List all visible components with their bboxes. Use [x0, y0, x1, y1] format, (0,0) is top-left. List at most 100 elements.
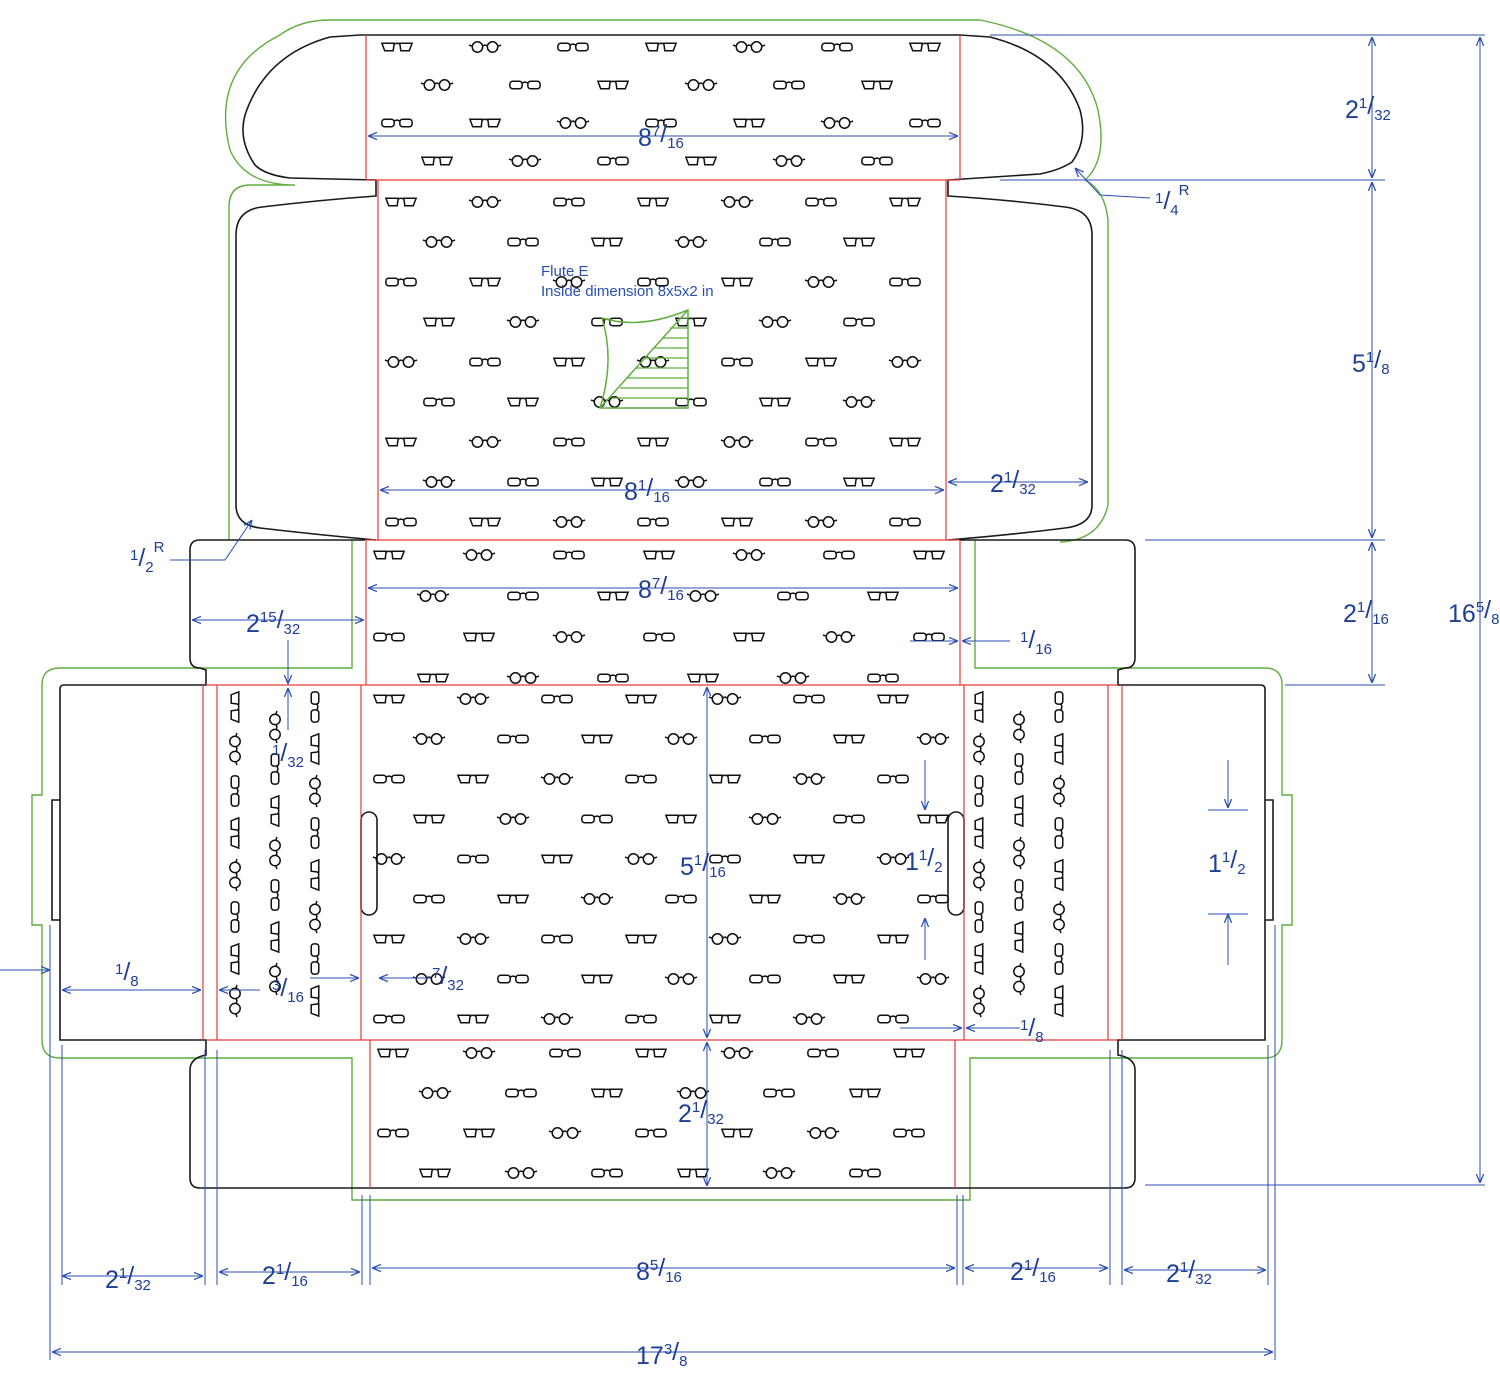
glasses-round-icon [548, 1127, 582, 1139]
glasses-cat-eye-icon [805, 357, 837, 367]
glasses-round-icon [732, 549, 766, 561]
glasses-round-icon [804, 516, 838, 528]
glasses-round-icon [1013, 836, 1025, 870]
glasses-rectangular-icon [877, 1014, 909, 1024]
bottom-left-wall-label: 21/16 [262, 1258, 308, 1290]
glasses-cat-eye-icon [469, 118, 501, 128]
glasses-round-icon [468, 436, 502, 448]
corner-radius-small-label: 1/4R [1155, 182, 1190, 219]
glasses-cat-eye-icon [843, 477, 875, 487]
glasses-rectangular-icon [625, 774, 657, 784]
bottom-right-flap-label: 21/32 [1166, 1256, 1212, 1288]
glasses-rectangular-icon [230, 775, 240, 807]
glasses-round-icon [664, 973, 698, 985]
glasses-cat-eye-icon [373, 694, 405, 704]
glasses-cat-eye-icon [974, 691, 984, 723]
glasses-cat-eye-icon [553, 357, 585, 367]
glasses-cat-eye-icon [469, 277, 501, 287]
glasses-rectangular-icon [721, 357, 753, 367]
glasses-cat-eye-icon [457, 1014, 489, 1024]
bottom-right-wall-label: 21/16 [1010, 1254, 1056, 1286]
glasses-cat-eye-icon [230, 943, 240, 975]
glasses-cat-eye-icon [373, 934, 405, 944]
glasses-round-icon [842, 396, 876, 408]
glasses-rectangular-icon [823, 550, 855, 560]
glasses-rectangular-icon [457, 854, 489, 864]
glasses-rectangular-icon [373, 1014, 405, 1024]
corner-radius-large-label: 1/2R [130, 539, 165, 576]
glasses-rectangular-icon [637, 517, 669, 527]
glasses-cat-eye-icon [733, 632, 765, 642]
glasses-round-icon [732, 41, 766, 53]
glasses-cat-eye-icon [687, 673, 719, 683]
glasses-rectangular-icon [1014, 879, 1024, 911]
ear-gap-label: 1/16 [1020, 626, 1052, 658]
lid-width-label: 81/16 [624, 474, 670, 506]
glasses-cat-eye-icon [625, 934, 657, 944]
glasses-cat-eye-icon [625, 694, 657, 704]
glasses-round-icon [496, 813, 530, 825]
glasses-cat-eye-icon [581, 974, 613, 984]
glasses-cat-eye-icon [1054, 859, 1064, 891]
glasses-cat-eye-icon [310, 733, 320, 765]
glasses-round-icon [888, 356, 922, 368]
glasses-cat-eye-icon [849, 1088, 881, 1098]
glasses-rectangular-icon [549, 1048, 581, 1058]
glasses-cat-eye-icon [591, 477, 623, 487]
glasses-round-icon [580, 893, 614, 905]
slot-offset-label: 7/32 [432, 962, 464, 994]
glasses-cat-eye-icon [833, 734, 865, 744]
glasses-rectangular-icon [807, 1048, 839, 1058]
glasses-rectangular-icon [877, 774, 909, 784]
glasses-round-icon [772, 155, 806, 167]
ear-width-label: 215/32 [246, 606, 300, 638]
inside-dimension-note: Inside dimension 8x5x2 in [541, 283, 714, 300]
glasses-rectangular-icon [793, 694, 825, 704]
glasses-cat-eye-icon [709, 1014, 741, 1024]
glasses-round-icon [708, 933, 742, 945]
gap-small-label: 1/32 [272, 739, 304, 771]
glasses-cat-eye-icon [413, 814, 445, 824]
glasses-round-icon [468, 41, 502, 53]
glasses-round-icon [269, 836, 281, 870]
glasses-round-icon [422, 476, 456, 488]
glasses-rectangular-icon [1054, 943, 1064, 975]
glasses-rectangular-icon [385, 517, 417, 527]
glasses-round-icon [720, 196, 754, 208]
glasses-round-icon [422, 236, 456, 248]
glasses-rectangular-icon [861, 156, 893, 166]
glasses-round-icon [269, 710, 281, 744]
glasses-round-icon [309, 774, 321, 808]
glasses-cat-eye-icon [889, 437, 921, 447]
glasses-cat-eye-icon [597, 80, 629, 90]
glasses-round-icon [468, 196, 502, 208]
glasses-round-icon [806, 1127, 840, 1139]
back-panel-width-label: 87/16 [638, 572, 684, 604]
glasses-pattern [229, 41, 1065, 1179]
glasses-round-icon [762, 1167, 796, 1179]
glasses-cat-eye-icon [721, 277, 753, 287]
left-offset-label: 1/8 [115, 958, 139, 990]
glasses-round-icon [792, 773, 826, 785]
glasses-cat-eye-icon [793, 854, 825, 864]
glasses-cat-eye-icon [877, 694, 909, 704]
glasses-rectangular-icon [230, 901, 240, 933]
glasses-rectangular-icon [777, 591, 809, 601]
glasses-cat-eye-icon [463, 1128, 495, 1138]
glasses-round-icon [1053, 774, 1065, 808]
glasses-rectangular-icon [1054, 817, 1064, 849]
base-height-label: 51/16 [680, 849, 726, 881]
glasses-rectangular-icon [749, 734, 781, 744]
glasses-round-icon [804, 276, 838, 288]
glasses-cat-eye-icon [423, 317, 455, 327]
glasses-round-icon [674, 476, 708, 488]
glasses-rectangular-icon [469, 357, 501, 367]
cut-outline [51, 34, 1274, 1189]
glasses-rectangular-icon [509, 80, 541, 90]
glasses-rectangular-icon [310, 691, 320, 723]
fold-lines [202, 35, 1123, 1188]
glasses-rectangular-icon [377, 1128, 409, 1138]
glasses-round-icon [506, 672, 540, 684]
glasses-cat-eye-icon [541, 854, 573, 864]
glasses-cat-eye-icon [861, 80, 893, 90]
